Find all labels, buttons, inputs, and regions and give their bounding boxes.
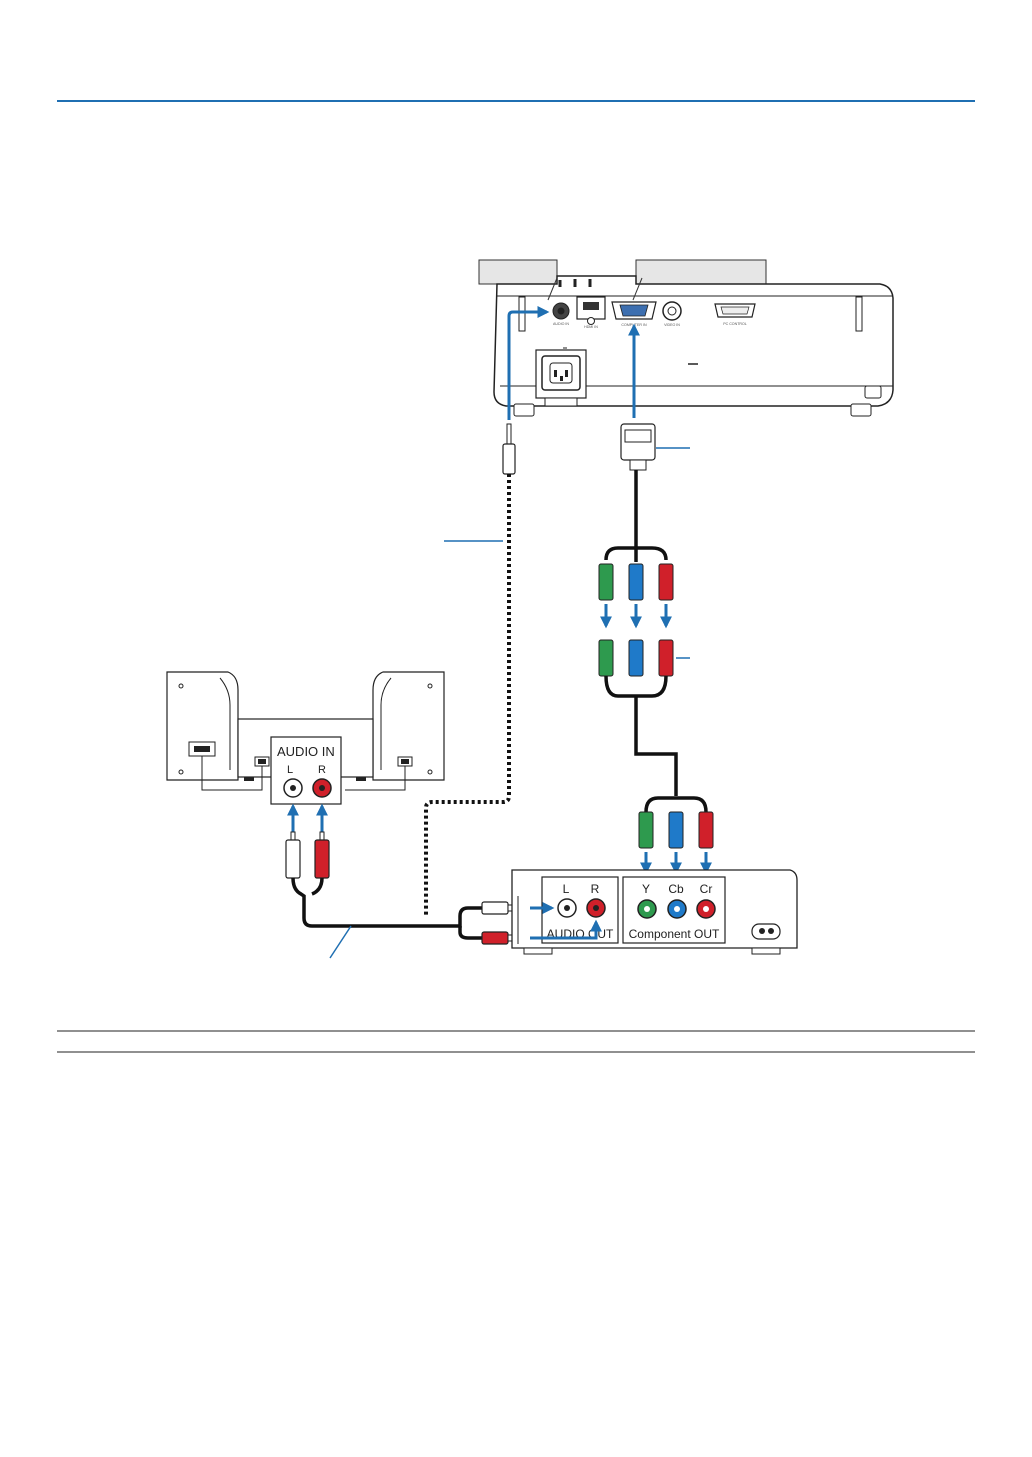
video-in-jack-icon bbox=[662, 301, 682, 321]
component-cr-label: Cr bbox=[700, 882, 713, 896]
port-label-audio-in: AUDIO IN bbox=[553, 322, 569, 326]
arrow-to-audio-in bbox=[507, 306, 550, 420]
component-out-label: Component OUT bbox=[629, 927, 720, 941]
callout-box-computer bbox=[635, 259, 767, 285]
audio-cable-dashed bbox=[424, 474, 511, 915]
pc-control-port-icon bbox=[714, 303, 756, 318]
component-cb-label: Cb bbox=[668, 882, 684, 896]
audio-out-left-jack-icon bbox=[557, 898, 577, 918]
speaker-left-label: L bbox=[287, 764, 293, 776]
component-cr-jack-icon bbox=[696, 899, 716, 919]
port-label-hdmi-in: HDMI IN bbox=[584, 325, 598, 329]
av-power-inlet-icon bbox=[751, 923, 781, 940]
speaker-audio-in-label: AUDIO IN bbox=[277, 744, 335, 759]
component-rca-plugs bbox=[638, 811, 714, 849]
component-cable-jacks bbox=[598, 639, 674, 677]
speaker-left-jack-icon bbox=[283, 778, 303, 798]
powered-speakers: AUDIO IN L R bbox=[166, 671, 445, 805]
component-y-label: Y bbox=[642, 882, 650, 896]
av-device: L R AUDIO OUT Y Cb Cr Component OUT bbox=[511, 869, 798, 955]
speaker-rca-plugs bbox=[285, 831, 330, 879]
projector: AUDIO IN HDMI IN COMPUTER IN VIDEO IN PC… bbox=[478, 259, 894, 417]
vga-port-icon bbox=[611, 301, 657, 320]
audio-out-right-jack-icon bbox=[586, 898, 606, 918]
component-y-jack-icon bbox=[637, 899, 657, 919]
audio-in-jack-icon bbox=[552, 302, 570, 320]
vga-plug bbox=[620, 423, 656, 471]
speaker-right-label: R bbox=[318, 764, 326, 776]
audio-out-right-label: R bbox=[591, 882, 600, 896]
speaker-right-jack-icon bbox=[312, 778, 332, 798]
port-label-video-in: VIDEO IN bbox=[664, 323, 680, 327]
adapter-rca-plugs bbox=[598, 563, 674, 601]
stereo-mini-plug bbox=[502, 423, 516, 475]
audio-rca-cable bbox=[291, 877, 482, 928]
audio-out-left-label: L bbox=[563, 882, 570, 896]
callout-box-audio bbox=[478, 259, 558, 285]
hdmi-port-icon bbox=[576, 296, 606, 325]
component-cb-jack-icon bbox=[667, 899, 687, 919]
port-label-pc-control: PC CONTROL bbox=[723, 322, 747, 326]
